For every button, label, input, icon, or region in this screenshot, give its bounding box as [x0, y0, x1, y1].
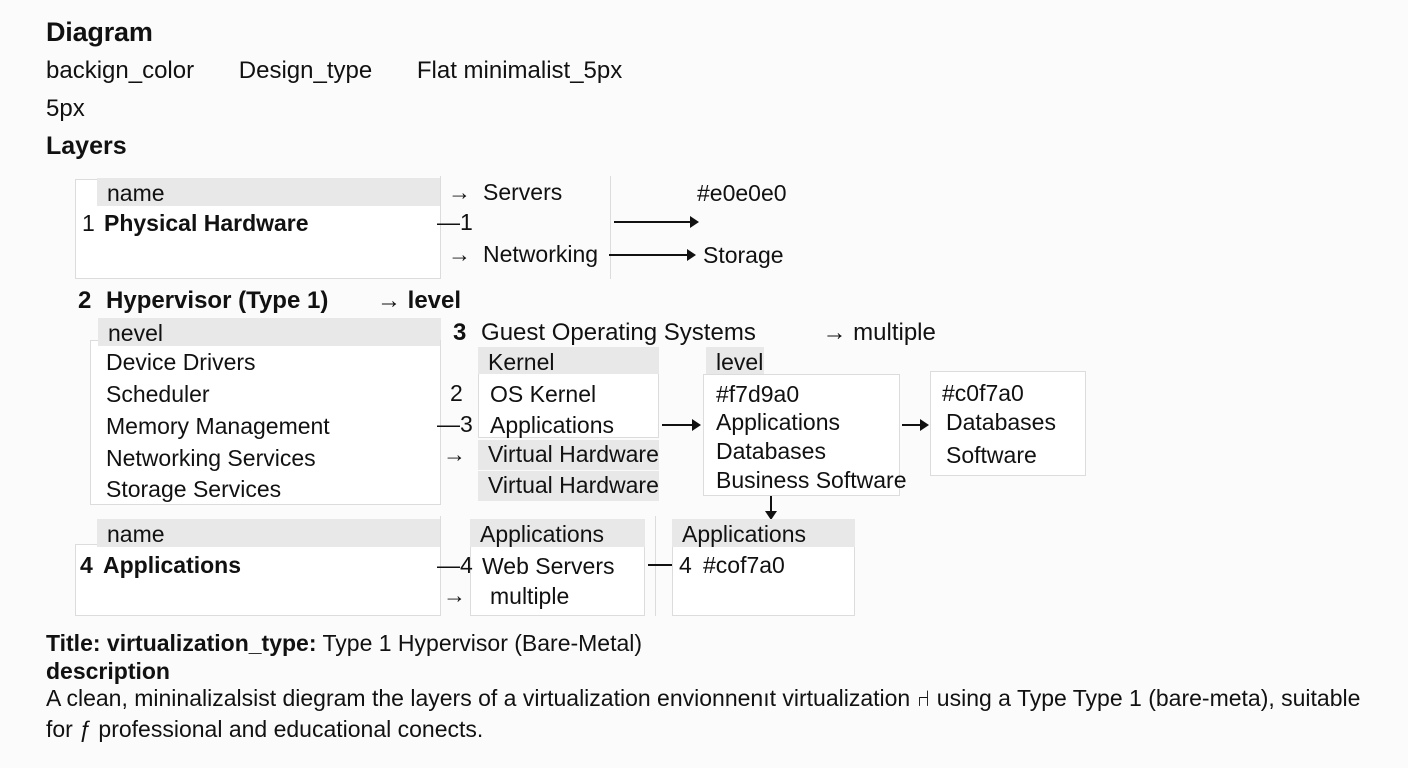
layer3-kernel-row-num: —3: [437, 411, 473, 437]
layer1-name: Physical Hardware: [104, 210, 309, 236]
layer3-kernel-row: Virtual Hardware: [478, 440, 659, 470]
layer4-right-label: #cof7a0: [703, 552, 785, 578]
meta-row: backign_color Design_type Flat minimalis…: [46, 57, 622, 85]
layer3-db-row: Software: [946, 442, 1037, 468]
layer3-apps-tab: level: [706, 347, 764, 375]
layer3-db-card: [930, 371, 1086, 476]
layer3-kernel-row: OS Kernel: [490, 381, 597, 407]
layer4-middle-row-num: →: [443, 582, 466, 608]
layer3-kernel-row-num: 2: [450, 380, 463, 406]
meta-design-type: Design_type: [238, 57, 373, 84]
layer3-apps-to-db-head-icon: [920, 419, 929, 431]
layer2-row: Scheduler: [106, 381, 210, 407]
layer1-servers-label: Servers: [483, 179, 563, 205]
layer3-apps-card: [703, 374, 900, 496]
layer4-middle-row: multiple: [490, 583, 570, 609]
layer1-networking-arrow-icon: →: [448, 241, 471, 267]
layer2-heading-name: Hypervisor (Type 1): [106, 287, 329, 314]
footer-description-body: A clean, mininalizalsist diegram the lay…: [46, 685, 1361, 742]
layer2-card: [90, 340, 441, 505]
layer1-servers-arrow-icon: →: [448, 179, 471, 205]
footer-title-label: Title: virtualization_type:: [46, 630, 317, 656]
layer4-left-card: [75, 544, 441, 616]
layer3-heading: 3 Guest Operating Systems → multiple: [453, 319, 936, 347]
layer3-divider-left: [440, 340, 441, 505]
layer4-middle-row-num: —4: [437, 552, 473, 578]
layer1-arrow-storage-line: [609, 254, 689, 256]
layer3-heading-name: Guest Operating Systems: [481, 319, 756, 346]
layer3-db-tab: #c0f7a0: [942, 380, 1024, 406]
footer-title: Title: virtualization_type: Type 1 Hyper…: [46, 630, 642, 657]
layer3-down-arrow-head-icon: [765, 511, 777, 520]
layer3-kernel-to-apps-head-icon: [692, 419, 701, 431]
layer4-right-tab: Applications: [672, 519, 855, 547]
layer4-right-card: [672, 544, 855, 616]
layer3-apps-row: #f7d9a0: [716, 381, 800, 407]
meta-design-value: Flat minimalist_5px: [416, 57, 623, 84]
layer3-db-row: Databases: [946, 409, 1056, 435]
layer1-dash-one: —1: [437, 209, 473, 235]
layer3-apps-to-db-line: [902, 424, 924, 426]
layer1-color-value: #e0e0e0: [697, 180, 787, 206]
layer2-row: Storage Services: [106, 476, 282, 502]
layer3-down-arrow-line: [770, 496, 772, 514]
layer1-arrow-storage-head-icon: [687, 249, 696, 261]
layer4-middle-row: Web Servers: [482, 553, 615, 579]
layer1-divider-left: [440, 176, 441, 279]
layer1-tab: name: [97, 178, 441, 206]
layer3-heading-index: 3: [453, 319, 467, 346]
layer1-divider-right: [610, 176, 611, 279]
footer-title-value: Type 1 Hypervisor (Bare-Metal): [322, 630, 643, 656]
layer4-left-name: Applications: [103, 552, 242, 578]
layer3-apps-row: Business Software: [716, 467, 907, 493]
layer3-kernel-row-num: →: [443, 441, 466, 467]
layer1-storage-label: Storage: [703, 242, 784, 268]
footer-description-label: description: [46, 658, 170, 684]
layer1-arrow-top-head-icon: [690, 216, 699, 228]
layer4-left-index: 4: [80, 552, 93, 578]
layer1-arrow-top-line: [614, 221, 692, 223]
layer2-heading-arrow: → level: [377, 287, 462, 314]
layer4-divider-right: [655, 516, 656, 616]
layer3-heading-arrow: → multiple: [822, 319, 936, 346]
layer4-middle-card: [470, 544, 645, 616]
layer2-row: Device Drivers: [106, 349, 256, 375]
layer4-connector-line: [648, 564, 672, 566]
layer3-kernel-tab: Kernel: [478, 347, 659, 375]
layer4-left-tab: name: [97, 519, 441, 547]
layer1-networking-label: Networking: [483, 241, 599, 267]
layer3-kernel-to-apps-line: [662, 424, 694, 426]
layer3-apps-row: Applications: [716, 409, 841, 435]
layer4-right-index: 4: [679, 552, 692, 578]
page-title: Diagram: [46, 17, 153, 47]
meta-backign-color: backign_color: [46, 57, 195, 84]
layer1-index: 1: [82, 210, 95, 236]
layer3-apps-row: Databases: [716, 438, 826, 464]
layer2-tab: nevel: [98, 318, 441, 346]
layer3-kernel-row: Virtual Hardware: [478, 471, 659, 501]
layer4-middle-tab: Applications: [470, 519, 645, 547]
layer2-row: Networking Services: [106, 445, 316, 471]
layer2-heading: 2 Hypervisor (Type 1) → level: [78, 287, 461, 315]
layer2-heading-index: 2: [78, 287, 92, 314]
layer3-kernel-row: Applications: [490, 412, 615, 438]
layer2-row: Memory Management: [106, 413, 330, 439]
meta-padding-value: 5px: [46, 95, 85, 122]
layers-heading: Layers: [46, 132, 127, 160]
layer4-divider-left: [440, 516, 441, 616]
